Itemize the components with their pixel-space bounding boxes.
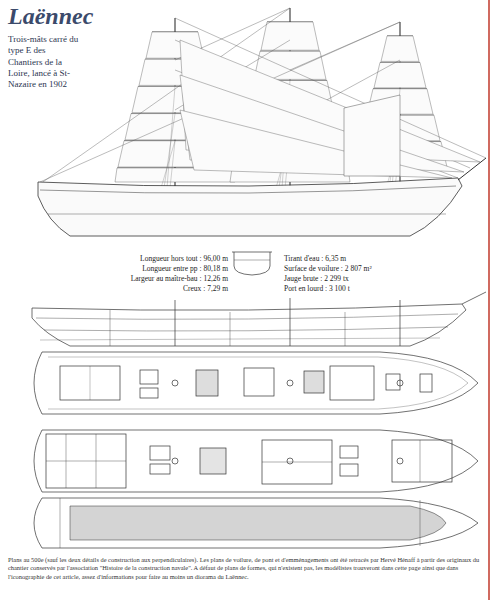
spanker-sail bbox=[344, 95, 400, 176]
dimension: Tirant d'eau : 6,35 m bbox=[284, 255, 434, 263]
square-sail bbox=[374, 62, 426, 87]
margin-rule bbox=[488, 0, 490, 600]
midship-section-detail bbox=[232, 252, 272, 275]
upper-deck-plan bbox=[34, 352, 478, 414]
hull-profile bbox=[38, 158, 486, 236]
dimension: Surface de voilure : 2 807 m² bbox=[284, 265, 434, 273]
dimension: Largeur au maître-bau : 12,26 m bbox=[100, 275, 228, 283]
jib-sail bbox=[180, 110, 452, 178]
longitudinal-section bbox=[32, 292, 486, 346]
ship-description: Trois-mâts carré du type E des Chantiers… bbox=[8, 34, 80, 90]
dimension: Creux : 7,29 m bbox=[100, 285, 228, 293]
square-sail bbox=[261, 22, 319, 50]
sail-plan-rigging bbox=[40, 8, 486, 188]
shroud bbox=[161, 141, 175, 188]
dimension: Jauge brute : 2 299 tx bbox=[284, 275, 434, 283]
shroud bbox=[167, 86, 175, 188]
dimension: Port en lourd : 3 100 t bbox=[284, 285, 434, 293]
between-decks-plan bbox=[34, 430, 478, 492]
title: Laënnec bbox=[8, 4, 93, 28]
caption: Plans au 500e (sauf les deux détails de … bbox=[8, 556, 482, 581]
dimension: Longueur hors tout : 96,00 m bbox=[100, 255, 228, 263]
square-sail bbox=[381, 36, 419, 61]
shroud bbox=[164, 114, 175, 188]
dimension: Longueur entre pp : 80,18 m bbox=[100, 265, 228, 273]
hold-plan bbox=[34, 498, 478, 548]
shroud bbox=[170, 141, 175, 188]
